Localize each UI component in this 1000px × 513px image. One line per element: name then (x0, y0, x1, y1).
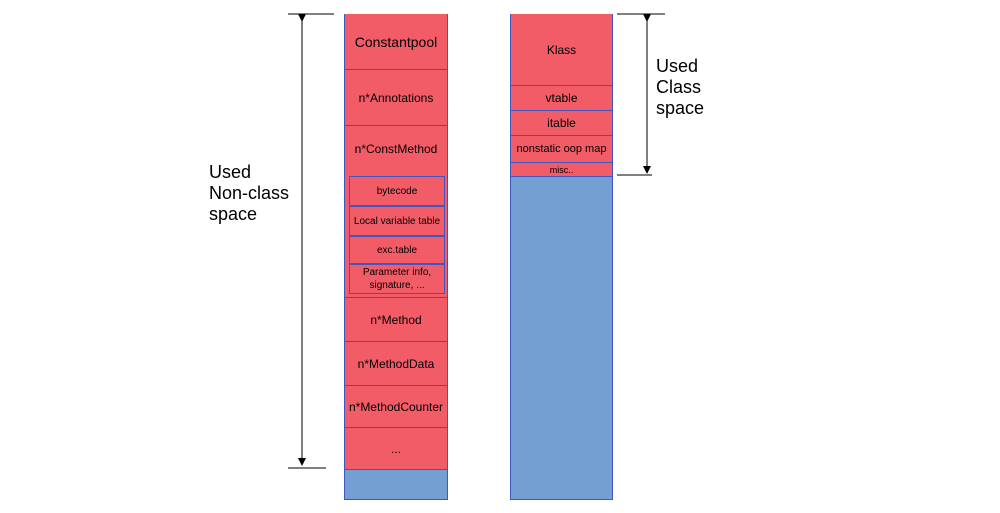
annotations-cell: n*Annotations (345, 69, 447, 125)
bytecode-subcell: bytecode (349, 176, 445, 206)
class-space-label: Used Class space (656, 56, 705, 118)
vtable-cell: vtable (511, 85, 612, 110)
local-variable-table-subcell: Local variable table (349, 206, 445, 236)
itable-cell: itable (511, 110, 612, 135)
methodcounter-cell: n*MethodCounter (345, 385, 447, 427)
non-class-space-label: Used Non-class space (209, 162, 290, 224)
free-class-space (511, 176, 612, 499)
exc-table-subcell: exc.table (349, 236, 445, 264)
parameter-info-subcell: Parameter info, signature, ... (349, 264, 445, 294)
method-cell: n*Method (345, 297, 447, 341)
klass-cell: Klass (511, 14, 612, 85)
constmethod-cell: n*ConstMethod (345, 125, 447, 303)
constmethod-label: n*ConstMethod (354, 142, 438, 156)
class-space-column: Klass vtable itable nonstatic oop map mi… (510, 14, 613, 500)
methoddata-cell: n*MethodData (345, 341, 447, 385)
non-class-space-column: Constantpool n*Annotations n*ConstMethod… (344, 14, 448, 500)
misc-cell: misc.. (511, 162, 612, 176)
constantpool-cell: Constantpool (345, 14, 447, 70)
more-cell: ... (345, 427, 447, 469)
free-non-class-space (345, 469, 447, 499)
nonstatic-oop-map-cell: nonstatic oop map (511, 135, 612, 162)
